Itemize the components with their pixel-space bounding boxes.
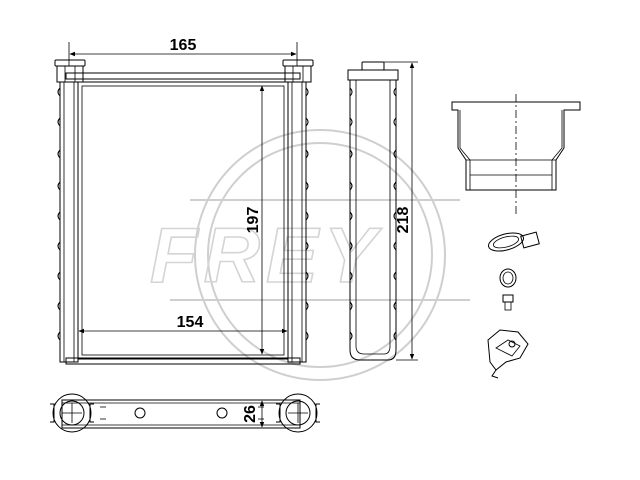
side-tank-tab [393, 271, 397, 281]
hose-clamp [487, 231, 540, 252]
dimension-depth: 26 [242, 405, 259, 423]
watermark-text: FREY [150, 211, 382, 299]
mount-hole-right [216, 407, 228, 419]
side-tank-tab [349, 241, 353, 251]
right-tank-tab [305, 301, 309, 311]
side-tank-tab [393, 87, 397, 97]
o-ring-seal [499, 268, 517, 288]
front-view: 165 1 [54, 37, 314, 365]
bottom-header-bar [65, 357, 301, 365]
mount-hole-left [134, 407, 146, 419]
side-tank-tab [393, 149, 397, 159]
side-tank-tab [349, 271, 353, 281]
dimension-core-width: 154 [177, 314, 204, 331]
side-tank-tab [349, 117, 353, 127]
right-tank-tab [305, 331, 309, 341]
right-side-tabs [305, 87, 309, 341]
right-tank-tab [305, 181, 309, 191]
left-side-tabs [57, 87, 61, 341]
side-view: 218 [347, 61, 418, 361]
left-tank-tab [57, 181, 61, 191]
right-tank-tab [305, 211, 309, 221]
dimension-overall-width: 165 [170, 37, 197, 54]
side-tank-tab [393, 301, 397, 311]
pipe-fitting-section [451, 94, 581, 216]
left-tank-tab [57, 241, 61, 251]
left-tank-tab [57, 211, 61, 221]
frey-watermark-logo: FREY [149, 129, 470, 381]
right-tank-tab [305, 241, 309, 251]
side-view-tabs [349, 87, 397, 341]
screw [502, 294, 514, 311]
side-tank-tab [349, 211, 353, 221]
bottom-right-connector [276, 393, 320, 433]
side-tank-tab [393, 211, 397, 221]
top-header-bar [65, 72, 301, 80]
right-tank-tab [305, 149, 309, 159]
side-tank-tab [349, 181, 353, 191]
side-tank-tab [349, 149, 353, 159]
side-tank-tab [393, 331, 397, 341]
dimension-overall-height: 218 [395, 207, 412, 234]
dimension-core-height: 197 [245, 207, 262, 234]
left-tank-tab [57, 117, 61, 127]
left-tank-tab [57, 331, 61, 341]
side-tank-tab [349, 301, 353, 311]
side-tank-tab [393, 241, 397, 251]
side-tank-tab [349, 331, 353, 341]
core-inner [81, 85, 285, 356]
side-tank-tab [393, 181, 397, 191]
left-tank-tab [57, 149, 61, 159]
right-tank-tab [305, 87, 309, 97]
side-tank-tab [393, 117, 397, 127]
right-tank-tab [305, 271, 309, 281]
left-tank-tab [57, 271, 61, 281]
bottom-view: 26 [50, 393, 320, 433]
left-tank-tab [57, 301, 61, 311]
mounting-clip [487, 329, 529, 379]
left-tank [54, 59, 86, 363]
left-tank-tab [57, 87, 61, 97]
right-tank-tab [305, 117, 309, 127]
core-frame [77, 81, 289, 360]
side-tank-tab [349, 87, 353, 97]
bottom-left-connector [50, 393, 94, 433]
